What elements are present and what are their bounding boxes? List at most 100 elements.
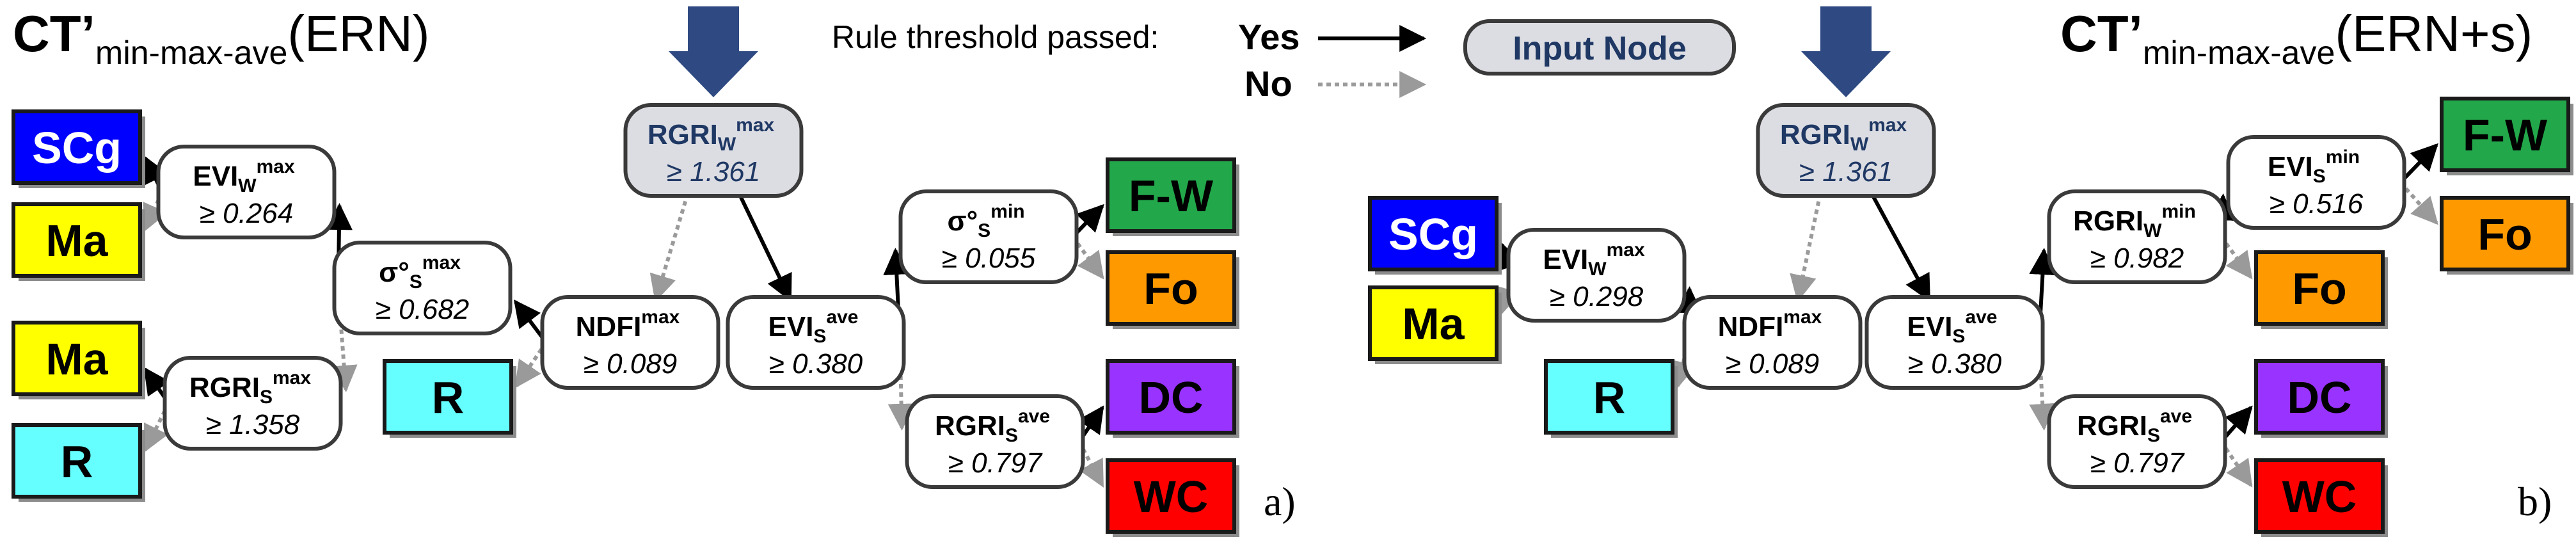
node-variable-sup: ave	[1018, 406, 1050, 427]
node-threshold: ≥ 0.298	[1550, 281, 1644, 312]
leaf-box	[1106, 359, 1236, 435]
node-threshold: ≥ 0.380	[1908, 348, 2002, 380]
node-variable: EVISave	[1907, 307, 1998, 347]
class-leaf-b_fw: F-W	[2440, 97, 2573, 175]
node-box	[1682, 295, 1863, 390]
leaf-box	[2440, 196, 2570, 271]
node-variable: RGRIWmax	[648, 115, 775, 155]
node-variable: RGRIWmin	[2073, 201, 2196, 241]
node-variable-sup: min	[2161, 201, 2195, 222]
node-variable-base: NDFI	[576, 311, 642, 342]
node-threshold: ≥ 0.682	[376, 294, 469, 325]
leaf-box	[1106, 250, 1236, 326]
node-variable-base: RGRI	[935, 410, 1005, 442]
node-variable-sub: W	[718, 134, 736, 155]
root-input-arrow-icon	[669, 6, 758, 97]
class-leaf-a_ma1: Ma	[12, 202, 145, 281]
node-box	[905, 394, 1085, 489]
node-threshold: ≥ 0.089	[1726, 348, 1819, 380]
leaf-label: WC	[2282, 472, 2357, 522]
leaf-label: R	[61, 437, 93, 486]
tree-b-title-main: CT’	[2060, 5, 2143, 62]
node-variable-base: EVI	[2268, 151, 2313, 182]
node-threshold: ≥ 0.264	[200, 198, 293, 229]
node-variable: EVISave	[768, 307, 859, 347]
node-variable-sup: max	[736, 115, 774, 136]
node-threshold: ≥ 0.982	[2090, 243, 2184, 274]
decision-node-b_ndfi: NDFImax≥ 0.089	[1682, 295, 1863, 390]
node-variable: σ°Smax	[379, 252, 461, 293]
leaf-box	[12, 423, 142, 499]
leaf-label: SCg	[32, 123, 122, 173]
input-node-b_root: RGRIWmax≥ 1.361	[1756, 6, 1936, 198]
node-threshold: ≥ 0.516	[2270, 188, 2364, 220]
node-threshold: ≥ 0.797	[2090, 447, 2185, 479]
leaf-label: WC	[1134, 472, 1209, 522]
legend-no-label: No	[1244, 63, 1292, 104]
leaf-label: Fo	[1143, 264, 1198, 314]
node-box	[898, 189, 1079, 284]
leaf-box	[12, 202, 142, 278]
input-node-a_root: RGRIWmax≥ 1.361	[623, 6, 804, 198]
decision-node-b_evismin: EVISmin≥ 0.516	[2226, 135, 2406, 230]
node-variable-base: σ°	[947, 205, 978, 237]
node-variable-sub: S	[813, 326, 826, 347]
node-box	[623, 103, 804, 198]
node-variable-base: RGRI	[2073, 205, 2143, 237]
edge-yes-a_root-to-a_evis	[737, 192, 792, 302]
node-variable-sup: min	[2326, 147, 2360, 168]
node-box	[1506, 228, 1687, 323]
leaf-label: SCg	[1388, 209, 1478, 259]
node-box	[2047, 394, 2227, 489]
node-threshold: ≥ 1.361	[1799, 156, 1893, 188]
leaf-box	[1368, 196, 1499, 271]
leaf-label: R	[1593, 373, 1626, 422]
node-variable-sub: S	[260, 387, 273, 408]
leaf-label: DC	[1138, 373, 1203, 422]
node-variable-base: EVI	[193, 161, 238, 192]
leaf-label: DC	[2287, 373, 2351, 422]
tree-b-title-sub: min-max-ave	[2143, 35, 2335, 72]
node-variable-sup: max	[257, 156, 295, 177]
leaf-box	[2254, 359, 2385, 435]
edge-no-b_root-to-b_ndfi	[1790, 193, 1822, 303]
class-leaf-b_ma: Ma	[1368, 285, 1502, 364]
edge-no-a_evis-to-a_rgriave	[887, 342, 915, 431]
panel-label-a: a)	[1264, 479, 1296, 524]
decision-node-a_rgris: RGRISmax≥ 1.358	[163, 356, 343, 451]
legend-yes-label: Yes	[1238, 17, 1300, 57]
node-variable: NDFImax	[576, 307, 680, 342]
node-variable: RGRIWmax	[1780, 115, 1907, 155]
node-variable-sub: W	[2143, 220, 2162, 241]
class-leaf-a_fo: Fo	[1106, 250, 1239, 329]
leaf-box	[12, 109, 142, 185]
node-variable: EVIWmax	[193, 156, 295, 196]
node-variable: EVISmin	[2268, 147, 2360, 187]
node-box	[726, 295, 906, 390]
leaf-box	[1106, 157, 1236, 233]
node-variable-sup: ave	[1965, 307, 1997, 328]
edge-no-b_evismin-to-b_fo1	[2399, 181, 2438, 225]
leaf-label: Fo	[2477, 209, 2532, 259]
leaf-box	[2254, 250, 2385, 326]
class-leaf-a_wc: WC	[1106, 458, 1239, 537]
node-variable: σ°Smin	[947, 201, 1024, 241]
leaf-label: Ma	[45, 216, 108, 266]
leaf-label: Fo	[2292, 264, 2347, 314]
legend: Rule threshold passed: Yes No Input Node	[832, 17, 1736, 104]
node-variable-sub: W	[1588, 259, 1607, 280]
node-variable-base: EVI	[1543, 244, 1588, 275]
class-leaf-b_wc: WC	[2254, 458, 2388, 537]
node-box	[2226, 135, 2406, 230]
leaf-label: Ma	[1402, 299, 1465, 349]
class-leaf-a_dc: DC	[1106, 359, 1239, 438]
class-leaf-b_fo2: Fo	[2254, 250, 2388, 329]
class-leaf-a_r2: R	[383, 359, 516, 438]
node-variable: RGRISmax	[189, 367, 311, 408]
node-variable-sup: min	[990, 201, 1024, 222]
node-threshold: ≥ 1.358	[206, 409, 300, 440]
tree-a-title: CT’min-max-ave(ERN)	[13, 5, 430, 72]
leaf-label: Ma	[45, 334, 108, 384]
decision-node-a_sigmin: σ°Smin≥ 0.055	[898, 189, 1079, 284]
